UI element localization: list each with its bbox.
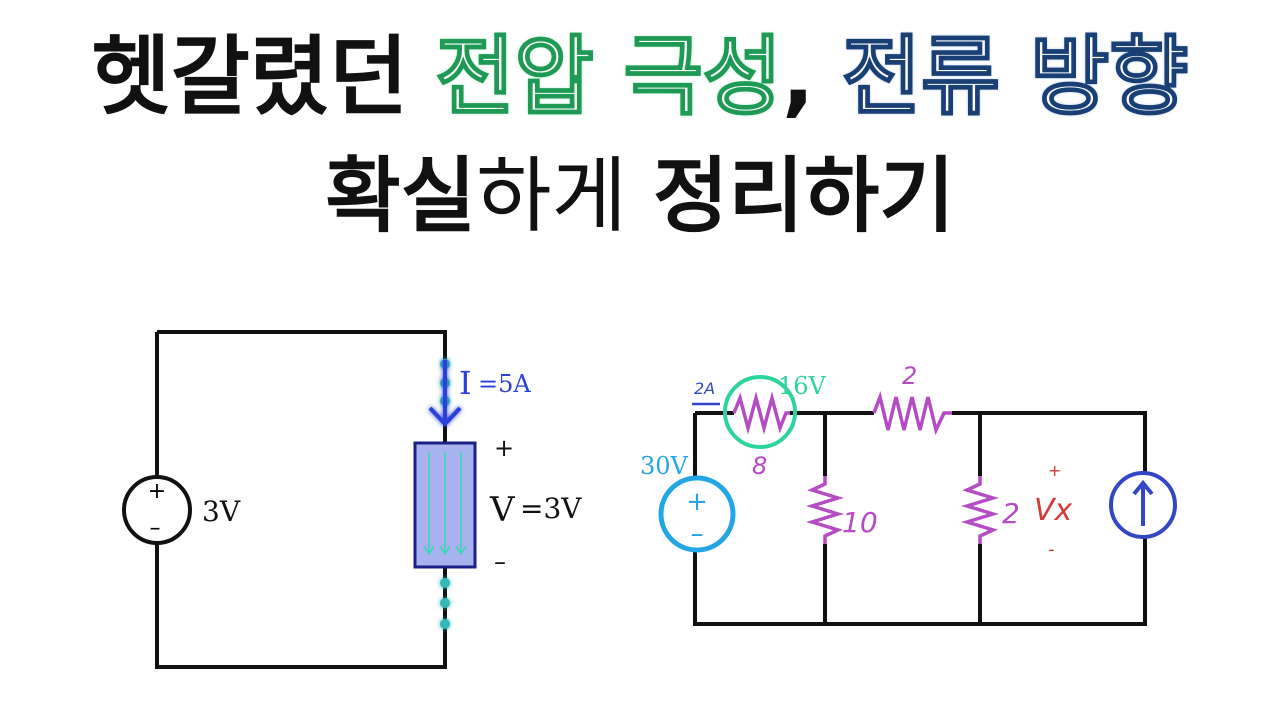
circuit-2-wires (693, 411, 1147, 626)
circuit-1-wires (155, 330, 447, 669)
current-flow-dots (440, 359, 450, 629)
source-2-plus: + (686, 487, 708, 517)
r3-value: 10 (842, 506, 878, 539)
source-1-minus: – (150, 516, 161, 541)
r4-value: 2 (1002, 497, 1020, 530)
circuit-2: 16V 8 2A 2 10 2 + Vx - + – 30V (640, 362, 1177, 626)
source-1-value: 3V (202, 495, 241, 528)
highlight-circle (723, 375, 797, 449)
r1-voltage: 16V (778, 372, 827, 400)
r1-value: 8 (752, 452, 767, 480)
circuit-1: + – 3V I =5A + – V =3V (122, 330, 582, 669)
current-source-arrow-icon (1132, 479, 1154, 526)
vx-label: Vx (1034, 493, 1073, 528)
current-label: I (459, 364, 472, 402)
vx-plus: + (1048, 461, 1061, 480)
voltage-value: =3V (520, 492, 582, 525)
title-part-current-direction: 전류 방향 (841, 26, 1189, 128)
element-current-lines (423, 452, 467, 556)
current-value: =5A (478, 370, 531, 398)
title-part-certain: 확실 (325, 149, 477, 244)
title-part-organize: 정리하기 (653, 149, 955, 244)
wire-bottom (155, 542, 447, 669)
source-1-plus: + (148, 479, 166, 504)
title-part-confusing: 헷갈렸던 (91, 27, 409, 127)
resistor-8 (732, 391, 790, 435)
voltage-source-1 (122, 475, 192, 545)
element-plus: + (494, 434, 514, 462)
resistor-2-top (872, 391, 952, 436)
vx-minus: - (1048, 539, 1055, 560)
title-comma: , (781, 27, 815, 127)
element-minus: – (494, 548, 506, 576)
current-annotation: 2A (694, 379, 715, 398)
source-2-value: 30V (640, 452, 689, 480)
resistor-10 (806, 476, 844, 544)
wire-top (157, 330, 447, 443)
title-line-2: 확실하게 정리하기 (0, 142, 1280, 252)
title-part-doing: 하게 (476, 149, 627, 244)
source-2-minus: – (691, 519, 704, 549)
voltage-source-2 (658, 475, 736, 553)
voltage-label: V (489, 490, 516, 530)
resistor-2-vertical (961, 476, 999, 544)
current-arrow-icon (428, 360, 462, 427)
r2-value: 2 (902, 362, 917, 390)
title-part-voltage-polarity: 전압 극성 (434, 26, 782, 128)
title-line-1: 헷갈렸던 전압 극성, 전류 방향 (0, 22, 1280, 132)
